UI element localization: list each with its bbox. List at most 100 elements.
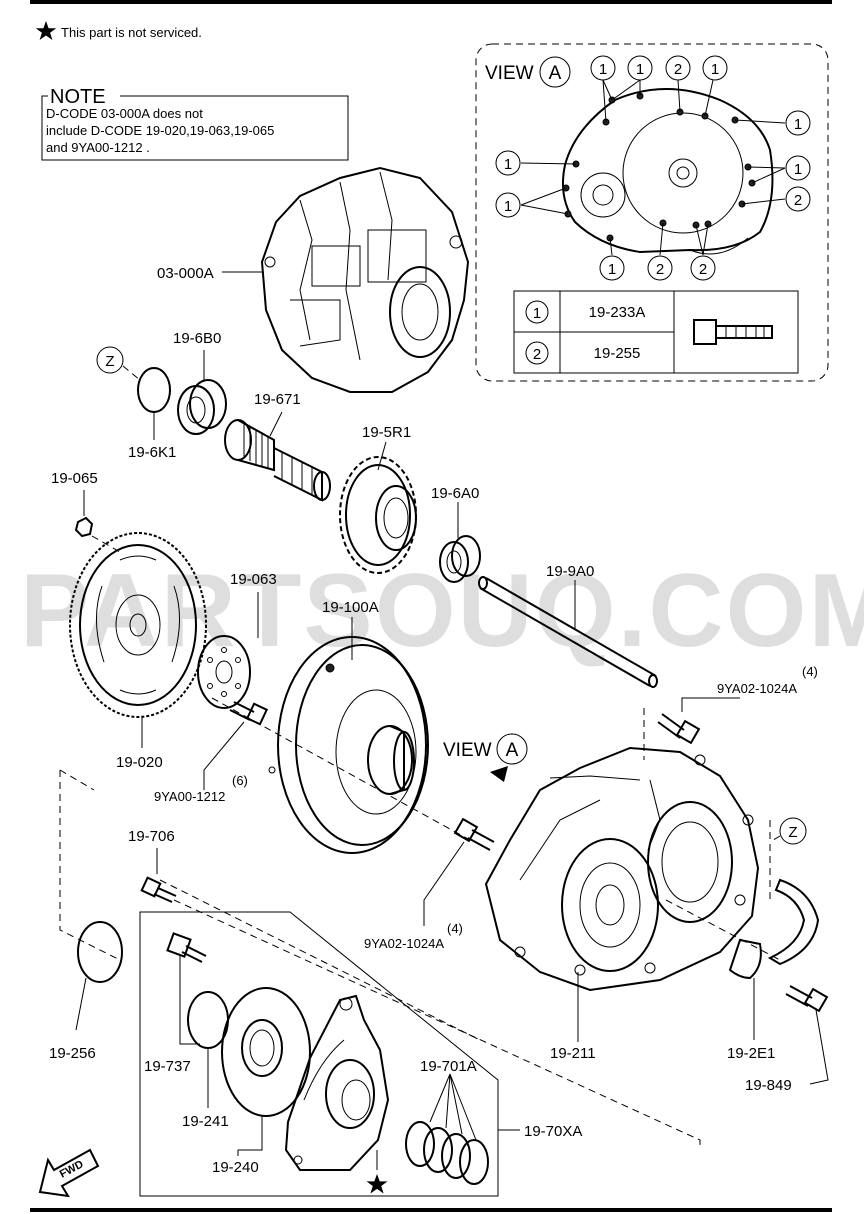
callout-1: 1 — [504, 198, 512, 215]
top-rule — [30, 0, 832, 4]
seal-plate-drawing — [728, 878, 820, 980]
pump-assembly-frame — [139, 911, 499, 1197]
bolt-9ya02-top-drawing — [657, 713, 701, 745]
bolt-19-706-drawing — [140, 876, 177, 903]
seal-rings-drawing — [405, 1121, 489, 1185]
pump-body-drawing — [284, 994, 390, 1171]
label-9ya02-1024a-top: 9YA02-1024A — [717, 681, 797, 696]
label-qty-4-mid: (4) — [447, 921, 463, 936]
label-19-211: 19-211 — [550, 1045, 596, 1062]
transmission-assembly-drawing — [260, 166, 470, 393]
transaxle-case-drawing — [484, 746, 760, 992]
bolt-19-849-drawing — [785, 985, 829, 1013]
backing-plate-drawing — [197, 635, 251, 709]
callout-2: 2 — [794, 192, 802, 209]
label-19-063: 19-063 — [230, 571, 277, 588]
dashed-axis-left — [59, 770, 121, 961]
view-a-letter-circle — [539, 56, 571, 88]
legend-text: This part is not serviced. — [61, 25, 202, 40]
bolt-19-737-drawing — [166, 932, 207, 963]
z-marker — [96, 346, 124, 374]
table-code-1: 19-233A — [589, 304, 646, 321]
not-serviced-star-icon — [366, 1174, 388, 1194]
shaft-gear-drawing — [224, 419, 331, 502]
table-code-2: 19-255 — [594, 345, 641, 362]
label-qty-4-top: (4) — [802, 664, 818, 679]
bolt-9ya02-mid-drawing — [453, 817, 495, 851]
callout-1: 1 — [794, 161, 802, 178]
long-shaft-drawing — [478, 576, 658, 688]
label-19-256: 19-256 — [49, 1045, 96, 1062]
label-19-701a: 19-701A — [420, 1058, 477, 1075]
callout-2: 2 — [674, 61, 682, 78]
table-ref-1: 1 — [533, 305, 541, 322]
view-a-table: 1 19-233A 2 19-255 — [513, 290, 799, 374]
label-9ya00-1212: 9YA00-1212 — [154, 789, 225, 804]
table-ref-2: 2 — [533, 346, 541, 363]
view-a-leaders — [520, 79, 786, 256]
torque-converter-drawing — [268, 636, 429, 854]
label-19-706: 19-706 — [128, 828, 175, 845]
ring-19-256-drawing — [77, 921, 123, 983]
flexplate-drawing — [69, 532, 207, 718]
note-line-3: and 9YA00-1212 . — [46, 140, 150, 155]
bolt-9ya00-drawing — [229, 701, 269, 726]
note-frame — [41, 95, 349, 161]
callout-1: 1 — [794, 116, 802, 133]
legend: This part is not serviced. — [35, 21, 202, 40]
callout-1: 1 — [636, 61, 644, 78]
fwd-arrow-icon: FWD — [38, 1148, 100, 1198]
label-19-020: 19-020 — [116, 754, 163, 771]
label-19-6a0: 19-6A0 — [431, 485, 479, 502]
o-ring-drawing — [137, 367, 171, 413]
note-box: NOTE D-CODE 03-000A does not include D-C… — [41, 86, 349, 161]
view-a-letter: A — [549, 63, 562, 84]
nut-drawing — [74, 516, 94, 538]
label-19-240: 19-240 — [212, 1159, 259, 1176]
label-z-top: Z — [105, 353, 114, 370]
label-9ya02-1024a-mid: 9YA02-1024A — [364, 936, 444, 951]
label-19-849: 19-849 — [745, 1077, 792, 1094]
callout-2: 2 — [699, 261, 707, 278]
callout-1: 1 — [504, 156, 512, 173]
label-03-000a: 03-000A — [157, 265, 214, 282]
seal-19-6a0-drawing — [439, 535, 481, 583]
z-marker-right — [779, 817, 807, 845]
callout-1: 1 — [608, 261, 616, 278]
label-19-065: 19-065 — [51, 470, 98, 487]
label-19-70xa: 19-70XA — [524, 1123, 582, 1140]
label-19-737: 19-737 — [144, 1058, 191, 1075]
callout-2: 2 — [656, 261, 664, 278]
view-a-title: VIEW — [485, 63, 534, 84]
note-title: NOTE — [50, 86, 106, 108]
callout-1: 1 — [711, 61, 719, 78]
note-line-2: include D-CODE 19-020,19-063,19-065 — [46, 123, 274, 138]
label-19-241: 19-241 — [182, 1113, 229, 1130]
label-z-right: Z — [788, 824, 797, 841]
view-a-inset: VIEW A — [475, 43, 829, 382]
label-19-9a0: 19-9A0 — [546, 563, 594, 580]
bottom-rule — [30, 1208, 832, 1212]
view-arrow-icon — [490, 766, 508, 782]
label-19-5r1: 19-5R1 — [362, 424, 411, 441]
label-19-6k1: 19-6K1 — [128, 444, 176, 461]
view-a-frame — [475, 43, 829, 382]
oil-seal-drawing — [177, 379, 227, 435]
housing-face-drawing — [562, 88, 774, 255]
label-19-6b0: 19-6B0 — [173, 330, 221, 347]
callout-1: 1 — [599, 61, 607, 78]
note-line-1: D-CODE 03-000A does not — [46, 106, 203, 121]
label-19-2e1: 19-2E1 — [727, 1045, 775, 1062]
label-qty-6: (6) — [232, 773, 248, 788]
label-19-671: 19-671 — [254, 391, 301, 408]
star-icon — [35, 21, 57, 40]
view-a-pointer-label: VIEW — [443, 740, 492, 761]
label-19-100a: 19-100A — [322, 599, 379, 616]
view-a-callouts: 1 1 2 1 1 1 1 1 2 1 2 2 — [495, 55, 811, 281]
pump-plate-drawing — [221, 987, 311, 1117]
drive-gear-drawing — [339, 456, 417, 574]
view-a-pointer-circle — [496, 733, 528, 765]
view-a-pointer-letter: A — [506, 740, 519, 761]
